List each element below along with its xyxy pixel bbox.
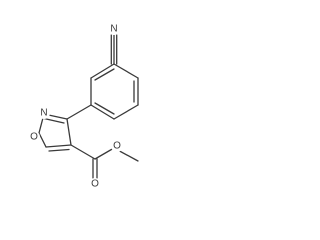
ester-bond-c-o xyxy=(94,147,115,160)
ester-bond-c4-carbonyl xyxy=(70,144,96,160)
isoxazole-bond-c4-c3 xyxy=(66,118,72,146)
benzene-inner-bond xyxy=(94,68,115,81)
isoxazole-bond-o-c5 xyxy=(38,132,47,148)
isoxazole-oxygen-label: O xyxy=(30,132,38,143)
aryl-isoxazole-bond xyxy=(66,104,92,120)
isoxazole-nitrogen-label: N xyxy=(40,108,47,119)
benzene-bond xyxy=(90,63,115,79)
ester-group xyxy=(70,144,139,179)
isoxazole-bond-c5-c4 xyxy=(45,144,72,148)
benzene-bond xyxy=(113,104,139,120)
benzene-bond xyxy=(90,104,115,120)
molecule-structure-diagram: N N O O O xyxy=(28,23,139,190)
benzene-ring xyxy=(90,63,139,120)
isoxazole-ring xyxy=(38,113,72,152)
nitrile-group xyxy=(110,34,118,65)
carbonyl-oxygen-label: O xyxy=(91,179,99,190)
nitrile-nitrogen-label: N xyxy=(110,24,117,35)
isoxazole-bond-c5-c4-double xyxy=(48,148,70,152)
ester-oxygen-label: O xyxy=(113,141,121,152)
isoxazole-bond-c3-n-double xyxy=(43,117,65,124)
atom-labels: N N O O O xyxy=(28,23,123,190)
benzene-inner-bond xyxy=(94,102,115,115)
benzene-bond xyxy=(113,63,139,79)
